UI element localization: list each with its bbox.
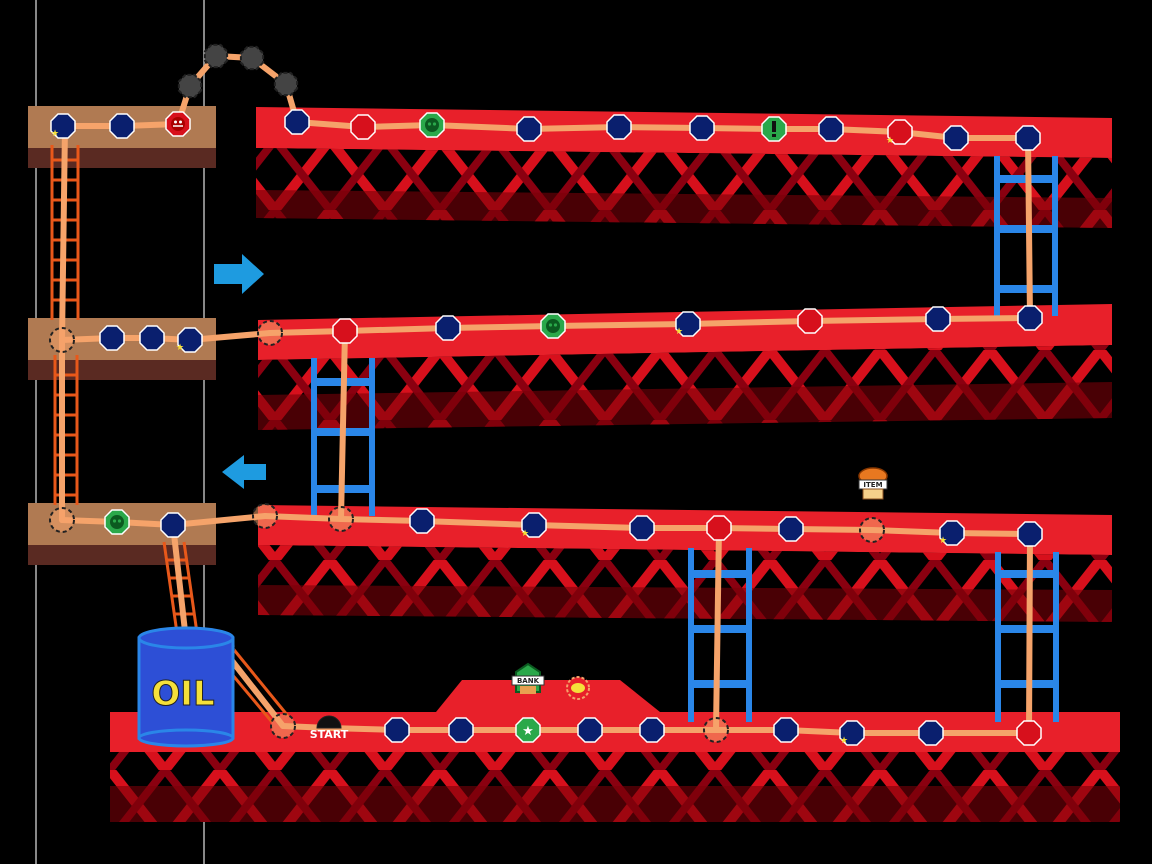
girder-top	[256, 107, 1112, 228]
blue-space[interactable]	[639, 717, 665, 743]
blue-space[interactable]	[448, 717, 474, 743]
empty-space[interactable]	[859, 517, 885, 543]
item-shop[interactable]: ITEM	[858, 467, 888, 500]
blue-space[interactable]	[50, 113, 76, 139]
blue-space[interactable]	[177, 327, 203, 353]
exclaim-space[interactable]	[761, 116, 787, 142]
oil-label: OIL	[151, 674, 214, 714]
blue-space[interactable]	[109, 113, 135, 139]
blue-space[interactable]	[99, 325, 125, 351]
girder-second	[258, 304, 1112, 430]
blue-space[interactable]	[1017, 521, 1043, 547]
bank-building[interactable]: BANK	[511, 662, 545, 694]
gear-space[interactable]	[273, 71, 299, 97]
star-marker-icon: ★	[176, 343, 184, 353]
gear-space[interactable]	[203, 43, 229, 69]
red-space[interactable]	[332, 318, 358, 344]
empty-space[interactable]	[49, 327, 75, 353]
bowser-space[interactable]	[165, 111, 191, 137]
red-space[interactable]	[887, 119, 913, 145]
star-marker-icon: ★	[939, 536, 947, 546]
start-space[interactable]: START	[310, 715, 349, 741]
oil-drum[interactable]: OIL	[137, 626, 235, 748]
arrow-right-icon	[214, 254, 264, 294]
empty-space[interactable]	[703, 717, 729, 743]
star-space[interactable]: ★	[515, 717, 541, 743]
board-spaces: ★★★★★★★★★	[49, 43, 1043, 746]
empty-space[interactable]	[49, 507, 75, 533]
empty-space[interactable]	[252, 503, 278, 529]
blue-space[interactable]	[577, 717, 603, 743]
coin-item[interactable]	[566, 676, 590, 700]
blue-space[interactable]	[521, 512, 547, 538]
blue-space[interactable]	[606, 114, 632, 140]
red-space[interactable]	[706, 515, 732, 541]
blue-space[interactable]	[839, 720, 865, 746]
gear-space[interactable]	[177, 73, 203, 99]
blue-space[interactable]	[689, 115, 715, 141]
blue-space[interactable]	[409, 508, 435, 534]
blue-space[interactable]	[675, 311, 701, 337]
bank-label: BANK	[517, 677, 540, 685]
blue-space[interactable]	[384, 717, 410, 743]
blue-space[interactable]	[139, 325, 165, 351]
start-label: START	[310, 728, 349, 741]
happening-space[interactable]	[104, 509, 130, 535]
blue-space[interactable]	[1015, 125, 1041, 151]
ladder-orange-tower-lower[interactable]	[53, 355, 79, 505]
red-space[interactable]	[1016, 720, 1042, 746]
blue-space[interactable]	[160, 512, 186, 538]
blue-space[interactable]	[435, 315, 461, 341]
happening-space[interactable]	[540, 313, 566, 339]
gear-space[interactable]	[239, 45, 265, 71]
blue-space[interactable]	[516, 116, 542, 142]
blue-space[interactable]	[943, 125, 969, 151]
empty-space[interactable]	[328, 506, 354, 532]
blue-space[interactable]	[1017, 305, 1043, 331]
girder-third	[258, 505, 1112, 622]
arrow-left-icon	[222, 455, 266, 489]
blue-space[interactable]	[778, 516, 804, 542]
blue-space[interactable]	[939, 520, 965, 546]
star-marker-icon: ★	[51, 129, 59, 139]
empty-space[interactable]	[257, 320, 283, 346]
blue-space[interactable]	[918, 720, 944, 746]
blue-space[interactable]	[629, 515, 655, 541]
happening-space[interactable]	[419, 112, 445, 138]
star-marker-icon: ★	[521, 529, 529, 539]
blue-space[interactable]	[284, 109, 310, 135]
red-space[interactable]	[350, 114, 376, 140]
girder-bottom	[110, 680, 1120, 822]
item-label: ITEM	[863, 481, 882, 489]
blue-space[interactable]	[818, 116, 844, 142]
star-marker-icon: ★	[886, 136, 894, 146]
star-marker-icon: ★	[675, 327, 683, 337]
blue-space[interactable]	[925, 306, 951, 332]
star-icon: ★	[522, 724, 534, 739]
blue-space[interactable]	[773, 717, 799, 743]
red-space[interactable]	[797, 308, 823, 334]
star-marker-icon: ★	[840, 736, 848, 746]
empty-space[interactable]	[270, 713, 296, 739]
